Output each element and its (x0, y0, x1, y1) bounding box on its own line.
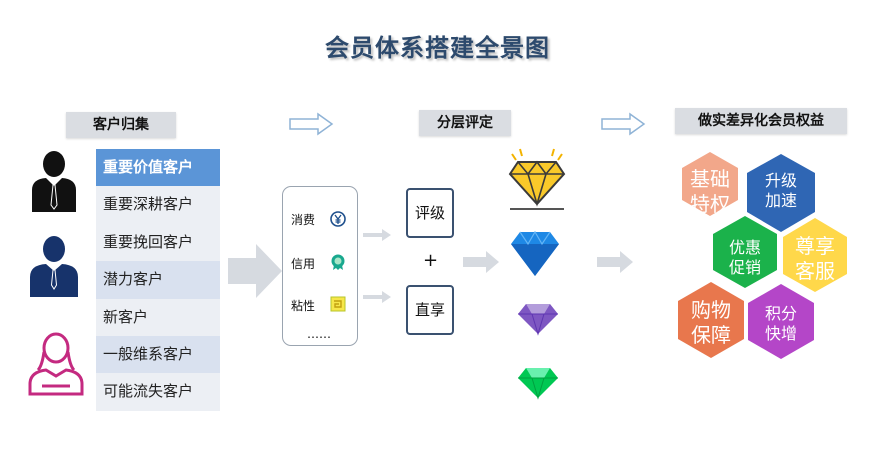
section-header-customer: 客户归集 (66, 112, 176, 138)
hexagon-points-fast (748, 284, 814, 359)
metric-consumption: 消费 (291, 213, 316, 227)
medium-arrow-2 (597, 251, 633, 273)
plus-sign: + (423, 250, 439, 271)
enjoy-box: 直享 (406, 285, 454, 335)
customer-item-general-maintain[interactable]: 一般维系客户 (96, 335, 220, 374)
customer-item-potential[interactable]: 潜力客户 (96, 261, 220, 299)
small-arrow-1 (363, 229, 391, 241)
hex-label-vip: 尊享客服 (795, 234, 835, 283)
hex-label-basic: 基础特权 (690, 167, 730, 216)
gold-diamond-icon (508, 148, 566, 210)
green-gem-icon (518, 368, 558, 400)
businessman-icon (32, 151, 76, 212)
blue-diamond-icon (511, 230, 559, 276)
hexagon-promotion (713, 216, 777, 288)
purple-gem-icon (518, 304, 558, 336)
customer-item-important-retrieve[interactable]: 重要挽回客户 (103, 232, 194, 251)
small-arrow-2 (363, 291, 391, 303)
hex-label-shopping: 购物保障 (691, 298, 731, 347)
outline-arrow-1 (289, 112, 334, 136)
customer-item-possible-loss[interactable]: 可能流失客户 (103, 382, 194, 401)
big-arrow (228, 244, 282, 298)
section-header-tiering: 分层评定 (419, 110, 511, 136)
metric-credit: 信用 (291, 257, 316, 271)
hex-label-points: 积分快增 (764, 304, 797, 343)
hex-label-promotion: 优惠促销 (728, 238, 761, 277)
section-header-rights: 做实差异化会员权益 (675, 108, 847, 134)
stickiness-icon (330, 296, 346, 312)
yuan-coin-icon (330, 211, 346, 227)
page-title: 会员体系搭建全景图 (325, 34, 550, 62)
hexagon-group (678, 152, 847, 359)
outline-arrow-2 (601, 112, 646, 136)
hexagon-vip-service (783, 218, 847, 292)
hexagon-upgrade-accelerate (747, 154, 815, 232)
customer-item-new[interactable]: 新客户 (103, 307, 149, 326)
rating-box: 评级 (406, 188, 454, 238)
metric-more: …… (307, 327, 331, 341)
metric-stickiness: 粘性 (291, 299, 316, 313)
credit-badge-icon (331, 254, 345, 270)
user-icon (30, 236, 78, 297)
customer-list: 重要价值客户 重要深耕客户 重要挽回客户 潜力客户 新客户 一般维系客户 可能流… (96, 149, 220, 411)
hex-label-upgrade: 升级加速 (764, 171, 797, 210)
customer-item-important-value[interactable]: 重要价值客户 (96, 149, 220, 187)
metrics-card: 消费 信用 粘性 …… (282, 186, 358, 346)
customer-item-important-deepen[interactable]: 重要深耕客户 (103, 195, 194, 214)
hexagon-shopping-protection (678, 282, 744, 358)
woman-outline-icon (28, 332, 84, 396)
medium-arrow-1 (463, 251, 499, 273)
hexagon-basic-privilege (682, 152, 738, 216)
